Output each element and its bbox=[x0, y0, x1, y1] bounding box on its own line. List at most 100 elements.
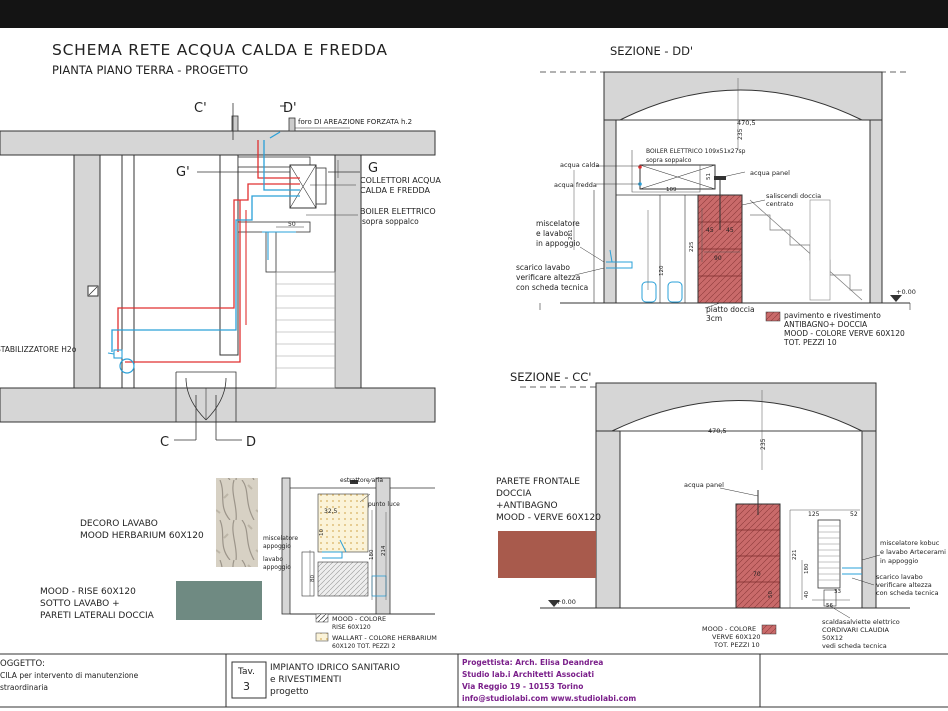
cc-dim-221: 221 bbox=[792, 550, 798, 561]
detail-dim-180: 180 bbox=[369, 549, 375, 560]
dd-dim-281: 281 bbox=[568, 230, 574, 241]
plan-dim-50: 50 bbox=[288, 221, 296, 228]
parete-swatch bbox=[498, 531, 596, 578]
plan-collectors-2: CALDA E FREDDA bbox=[360, 186, 431, 195]
tb-oggetto-label: OGGETTO: bbox=[0, 659, 45, 669]
dd-misc-3: in appoggio bbox=[536, 239, 581, 248]
dd-legend-4: TOT. PEZZI 10 bbox=[783, 338, 837, 347]
cc-misc-1: miscelatore kobuc bbox=[880, 539, 940, 547]
title-block bbox=[0, 653, 948, 708]
floor-plan bbox=[0, 103, 436, 441]
sezione-cc-drawing bbox=[520, 382, 910, 635]
cc-scarico-3: con scheda tecnica bbox=[876, 589, 939, 597]
detail-dim-10: 10 bbox=[319, 529, 325, 536]
parete-line3: +ANTIBAGNO bbox=[496, 501, 558, 511]
detail-legend-a2: RISE 60X120 bbox=[332, 624, 371, 631]
cc-acqua-panel: acqua panel bbox=[684, 481, 724, 489]
cc-dim-50: 50 bbox=[768, 591, 774, 598]
dd-dim-51: 51 bbox=[706, 173, 712, 180]
cc-scalda-2: CORDIVARI CLAUDIA bbox=[822, 626, 890, 634]
dd-piatto-1: piatto doccia bbox=[706, 305, 755, 314]
sheet-title: SCHEMA RETE ACQUA CALDA E FREDDA bbox=[52, 41, 387, 59]
dd-dim-120: 120 bbox=[659, 265, 665, 276]
dd-saliscendi-1: saliscendi doccia bbox=[766, 192, 821, 200]
detail-drawing bbox=[281, 477, 435, 642]
parete-line1: PARETE FRONTALE bbox=[496, 477, 580, 487]
decoro-swatch bbox=[216, 478, 258, 567]
detail-estrattore: estrattore aria bbox=[340, 477, 383, 484]
sezione-dd-title: SEZIONE - DD' bbox=[610, 44, 693, 58]
cc-scarico-1: scarico lavabo bbox=[876, 573, 923, 581]
tb-desc-2: e RIVESTIMENTI bbox=[270, 675, 341, 685]
cc-level: +0.00 bbox=[556, 598, 576, 606]
cc-misc-2: e lavabo Artecerami bbox=[880, 548, 946, 556]
rise-1: MOOD - RISE 60X120 bbox=[40, 587, 136, 597]
dd-acqua-fredda: acqua fredda bbox=[554, 181, 597, 189]
tb-oggetto-1: CILA per intervento di manutenzione bbox=[0, 671, 139, 680]
cc-dim-33: 33 bbox=[834, 589, 841, 595]
tb-tav-label: Tav. bbox=[237, 667, 255, 677]
cc-misc-3: in appoggio bbox=[880, 557, 918, 565]
dd-legend-2: ANTIBAGNO+ DOCCIA bbox=[784, 320, 868, 329]
sheet-subtitle: PIANTA PIANO TERRA - PROGETTO bbox=[52, 63, 248, 77]
rise-2: SOTTO LAVABO + bbox=[40, 599, 120, 609]
plan-label-g-right: G bbox=[368, 161, 378, 176]
decoro-1: DECORO LAVABO bbox=[80, 519, 158, 529]
plan-label-g-left: G' bbox=[176, 165, 190, 180]
dd-height-dim: 235 bbox=[737, 128, 744, 140]
dd-boiler-note: BOILER ELETTRICO 109x51x27sp bbox=[646, 148, 746, 155]
dd-dim-225: 225 bbox=[689, 241, 695, 252]
cc-height-dim: 235 bbox=[760, 438, 767, 450]
plan-vent-note: foro DI AREAZIONE FORZATA h.2 bbox=[298, 118, 412, 126]
dd-width-dim: 470,5 bbox=[737, 119, 756, 127]
plan-label-d-bottom: D bbox=[246, 435, 256, 450]
cc-scarico-2: verificare altezza bbox=[876, 581, 932, 589]
dd-saliscendi-2: centrato bbox=[766, 200, 793, 208]
detail-misc-2: appoggio bbox=[263, 543, 291, 550]
detail-lav-2: appoggio bbox=[263, 564, 291, 571]
plan-collectors-1: COLLETTORI ACQUA bbox=[360, 176, 441, 185]
dd-dim-45a: 45 bbox=[706, 227, 714, 234]
sezione-dd-drawing bbox=[539, 71, 911, 322]
tb-studio-3: Via Reggio 19 - 10153 Torino bbox=[462, 682, 583, 691]
plan-label-c-bottom: C bbox=[160, 435, 169, 450]
cc-dim-52: 52 bbox=[850, 511, 858, 518]
cc-dim-180: 180 bbox=[804, 563, 810, 574]
detail-dim-80: 80 bbox=[310, 575, 316, 582]
tb-desc-3: progetto bbox=[270, 687, 309, 697]
cc-dim-56: 56 bbox=[826, 603, 833, 609]
top-band bbox=[0, 0, 948, 28]
plan-label-d-top: D' bbox=[283, 101, 297, 116]
parete-line4: MOOD - VERVE 60X120 bbox=[496, 513, 601, 523]
detail-punto-luce: punto luce bbox=[368, 501, 400, 508]
dd-legend-1: pavimento e rivestimento bbox=[784, 311, 881, 320]
dd-scarico-1: scarico lavabo bbox=[516, 263, 570, 272]
detail-dim-325: 32,5 bbox=[324, 508, 338, 515]
dd-acqua-panel: acqua panel bbox=[750, 169, 790, 177]
tb-studio-1: Progettista: Arch. Elisa Deandrea bbox=[462, 658, 603, 667]
detail-legend-a1: MOOD - COLORE bbox=[332, 615, 386, 623]
dd-acqua-calda: acqua calda bbox=[560, 161, 599, 169]
detail-dim-214: 214 bbox=[381, 545, 387, 556]
tb-studio-2: Studio lab.i Architetti Associati bbox=[462, 670, 594, 679]
dd-boiler-note2: sopra soppalco bbox=[646, 157, 692, 164]
dd-legend-3: MOOD - COLORE VERVE 60X120 bbox=[784, 329, 905, 338]
dd-piatto-2: 3cm bbox=[706, 314, 722, 323]
cc-scalda-4: vedi scheda tecnica bbox=[822, 642, 887, 650]
cc-dim-125: 125 bbox=[808, 511, 820, 518]
tb-studio-4: info@studiolabi.com www.studiolabi.com bbox=[462, 694, 636, 703]
plan-stabilizer: STABILIZZATORE H2o bbox=[0, 345, 77, 354]
dd-scarico-2: verificare altezza bbox=[516, 273, 580, 282]
tb-tav-num: 3 bbox=[243, 680, 250, 693]
cc-dim-40: 40 bbox=[804, 591, 810, 598]
cc-width-dim: 470,5 bbox=[708, 427, 727, 435]
cc-legend-2: VERVE 60X120 bbox=[712, 633, 760, 641]
rise-3: PARETI LATERALI DOCCIA bbox=[40, 611, 155, 621]
sezione-cc-title: SEZIONE - CC' bbox=[510, 370, 591, 384]
dd-dim-90: 90 bbox=[714, 255, 722, 262]
rise-swatch bbox=[176, 581, 262, 620]
cc-dim-70: 70 bbox=[753, 571, 761, 578]
tb-desc-1: IMPIANTO IDRICO SANITARIO bbox=[270, 663, 400, 673]
decoro-2: MOOD HERBARIUM 60X120 bbox=[80, 531, 204, 541]
